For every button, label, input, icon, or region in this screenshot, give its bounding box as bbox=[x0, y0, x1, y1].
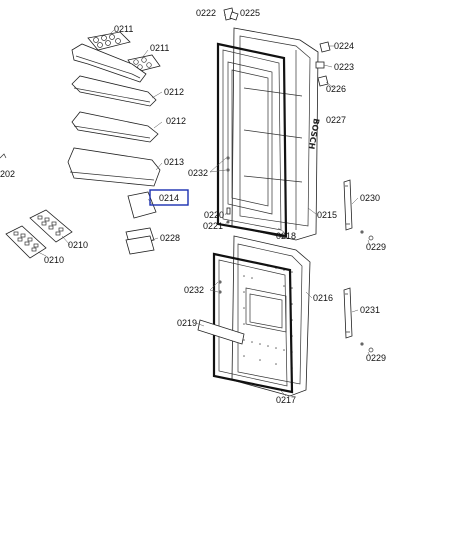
label-0220: 0220 bbox=[204, 210, 224, 220]
label-0227: 0227 bbox=[326, 115, 346, 125]
screw-0229-upper bbox=[360, 230, 374, 241]
label-0217: 0217 bbox=[276, 395, 296, 405]
door-shelf-0212-b bbox=[71, 111, 159, 143]
bottle-retainer-0214 bbox=[127, 191, 157, 219]
label-0218: 0218 bbox=[276, 231, 296, 241]
label-0229-upper: 0229 bbox=[366, 242, 386, 252]
label-0219: 0219 bbox=[177, 318, 197, 328]
label-0226: 0226 bbox=[326, 84, 346, 94]
label-0231: 0231 bbox=[360, 305, 380, 315]
label-0213: 0213 bbox=[164, 157, 184, 167]
bracket-0223 bbox=[315, 61, 325, 69]
door-shelf-0211 bbox=[71, 43, 147, 83]
egg-tray-top bbox=[87, 31, 131, 51]
screw-0232-lower bbox=[209, 280, 222, 294]
label-0212-b: 0212 bbox=[166, 116, 186, 126]
label-0210-b: 0210 bbox=[44, 255, 64, 265]
door-strip-0219 bbox=[197, 319, 245, 345]
label-202: 202 bbox=[0, 169, 15, 179]
hinge-cover-0225 bbox=[229, 11, 239, 21]
pin-0221 bbox=[226, 220, 230, 224]
label-0221: 0221 bbox=[203, 221, 223, 231]
ice-tray-a bbox=[29, 209, 73, 243]
label-0215: 0215 bbox=[317, 210, 337, 220]
label-0222: 0222 bbox=[196, 8, 216, 18]
label-0228: 0228 bbox=[160, 233, 180, 243]
label-0210-a: 0210 bbox=[68, 240, 88, 250]
handle-0230 bbox=[343, 179, 353, 231]
hinge-part-0224 bbox=[319, 41, 331, 53]
part-labels: 0222 0225 0211 0211 0224 0223 0226 0212 … bbox=[0, 8, 386, 405]
label-0223: 0223 bbox=[334, 62, 354, 72]
label-0216: 0216 bbox=[313, 293, 333, 303]
screw-0232-upper bbox=[209, 156, 230, 173]
upper-door-liner-0227 bbox=[231, 27, 319, 241]
label-0211-a: 0211 bbox=[114, 24, 133, 34]
label-0225: 0225 bbox=[240, 8, 260, 18]
label-0230: 0230 bbox=[360, 193, 380, 203]
bottle-shelf-0213 bbox=[67, 147, 161, 187]
bushing-0226 bbox=[317, 75, 329, 87]
label-0224: 0224 bbox=[334, 41, 354, 51]
label-0229-lower: 0229 bbox=[366, 353, 386, 363]
label-0232-lower: 0232 bbox=[184, 285, 204, 295]
butter-dish-0228 bbox=[125, 227, 155, 255]
label-0211-b: 0211 bbox=[150, 43, 169, 53]
handle-0231 bbox=[343, 287, 353, 339]
door-shelf-0212-a bbox=[71, 75, 157, 107]
label-0214: 0214 bbox=[159, 193, 179, 203]
leader-lines bbox=[37, 13, 371, 397]
label-0212-a: 0212 bbox=[164, 87, 184, 97]
pin-0220 bbox=[226, 207, 231, 215]
screw-0229-lower bbox=[360, 342, 374, 353]
label-0232-upper: 0232 bbox=[188, 168, 208, 178]
ice-tray-b bbox=[5, 225, 47, 259]
highlight-box-0214 bbox=[149, 189, 189, 206]
clip-202 bbox=[0, 153, 7, 159]
